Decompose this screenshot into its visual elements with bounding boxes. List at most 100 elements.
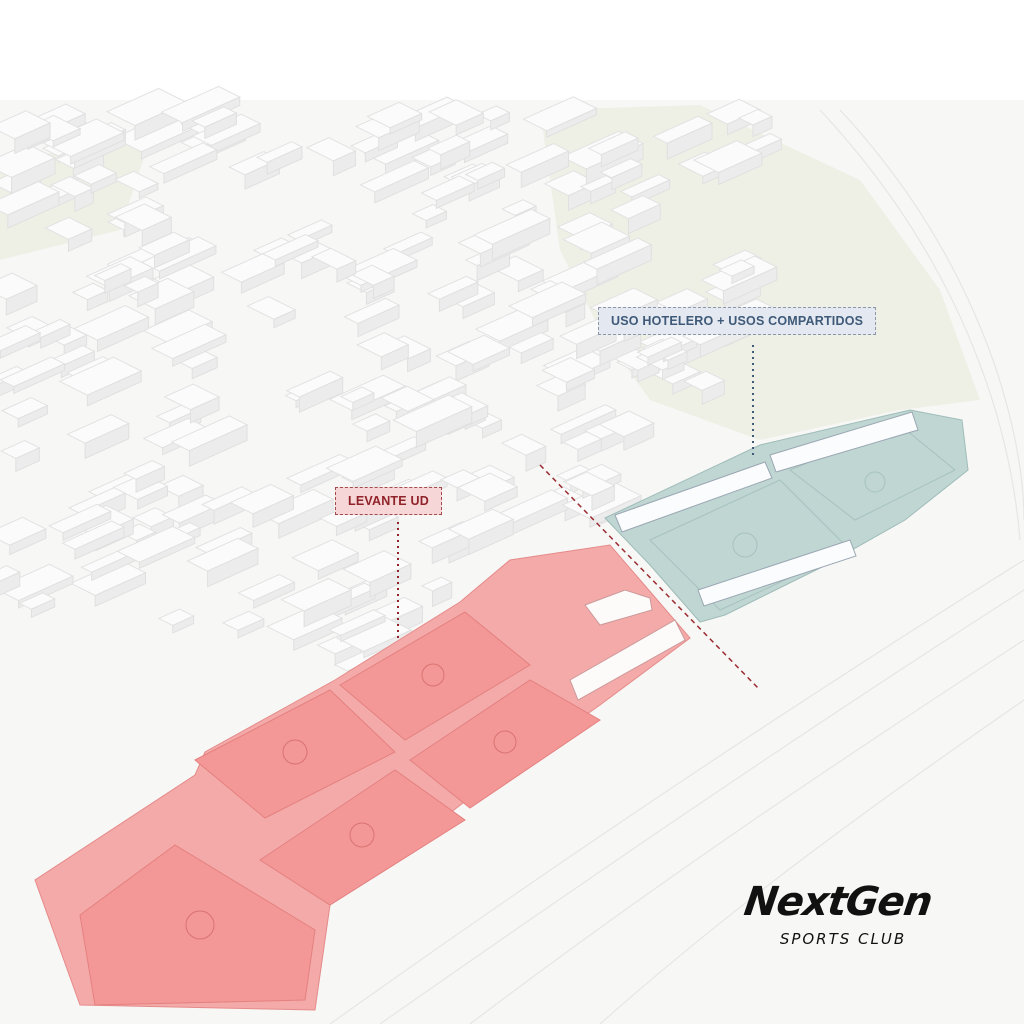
city-block-side — [477, 167, 506, 190]
city-block-side — [274, 240, 319, 268]
city-block-side — [138, 536, 196, 570]
city-block-side — [490, 111, 510, 131]
city-block-side — [172, 615, 195, 634]
city-block-side — [462, 291, 495, 320]
city-block-side — [435, 182, 475, 210]
city-block-side — [298, 376, 344, 413]
city-block-side — [491, 217, 551, 261]
city-block-side — [190, 396, 220, 424]
city-block-side — [63, 334, 88, 357]
logo-name: NextGen — [741, 879, 935, 925]
city-block-side — [11, 157, 56, 195]
city-block-side — [415, 405, 473, 449]
city-block-side — [596, 244, 652, 286]
city-block-side — [431, 581, 453, 608]
city-block-side — [647, 341, 682, 367]
city-block-side — [577, 438, 602, 463]
city-block-side — [163, 149, 218, 184]
city-block-side — [472, 347, 511, 373]
city-block-side — [9, 528, 47, 556]
city-block-side — [357, 304, 400, 338]
city-block-side — [154, 290, 195, 326]
city-block-side — [252, 494, 294, 529]
city-block-side — [13, 363, 66, 395]
city-block-side — [463, 133, 509, 164]
city-block-side — [154, 239, 190, 269]
city-block-side — [253, 581, 295, 609]
city-block-side — [520, 337, 554, 365]
city-block-side — [137, 282, 159, 308]
city-block-side — [74, 526, 125, 560]
city-block-side — [17, 404, 48, 428]
roads — [329, 109, 1024, 1024]
levante-buildings — [569, 589, 686, 701]
city-block-side — [590, 179, 616, 205]
city-block-side — [731, 265, 755, 285]
city-block-side — [135, 465, 165, 494]
city-block-side — [525, 445, 547, 472]
city-block-side — [372, 275, 395, 300]
city-block-side — [468, 518, 514, 556]
city-block-side — [440, 141, 471, 171]
city-block-side — [62, 510, 112, 542]
city-block-side — [531, 293, 587, 328]
city-block-side — [70, 131, 125, 165]
city-block-side — [188, 424, 248, 468]
hotel-zone — [604, 409, 969, 623]
city-block-side — [340, 614, 386, 643]
city-block-side — [14, 122, 51, 155]
city-block-side — [565, 368, 595, 392]
city-block-side — [104, 268, 132, 295]
city-block-side — [86, 370, 142, 407]
city-block-side — [667, 351, 688, 371]
city-block-side — [138, 182, 159, 199]
city-block-side — [352, 392, 375, 412]
city-block-side — [191, 356, 218, 380]
city-block-side — [137, 485, 168, 510]
city-block-side — [546, 107, 598, 138]
city-block-side — [425, 210, 447, 229]
city-block-side — [368, 516, 399, 542]
city-block-side — [520, 150, 570, 189]
city-block-side — [303, 589, 352, 628]
city-block-side — [159, 245, 217, 280]
city-block-side — [352, 458, 403, 490]
city-block-side — [484, 486, 518, 512]
nextgen-logo: NextGen SPORTS CLUB — [738, 879, 938, 948]
city-block-side — [240, 262, 285, 294]
city-block-side — [317, 552, 359, 580]
city-block-side — [611, 163, 643, 191]
city-block-side — [718, 152, 763, 186]
city-block-side — [722, 266, 778, 305]
city-block-side — [172, 334, 227, 367]
city-block-side — [336, 260, 357, 283]
city-block-side — [204, 112, 237, 140]
city-block-side — [141, 216, 172, 247]
levante-zone-label: LEVANTE UD — [335, 487, 442, 515]
boundary-divider — [539, 464, 761, 691]
city-block-side — [600, 137, 639, 168]
city-block-side — [591, 484, 615, 512]
city-block-side — [90, 172, 117, 194]
levante-zone — [34, 544, 691, 1011]
city-block-side — [481, 419, 502, 439]
city-block-side — [438, 281, 479, 313]
city-block-side — [0, 571, 21, 596]
city-block-side — [0, 332, 41, 359]
city-block-side — [273, 309, 296, 329]
city-block-side — [455, 112, 484, 136]
city-block-side — [407, 348, 431, 373]
city-block-side — [237, 618, 265, 639]
city-block-side — [30, 598, 56, 619]
city-block-side — [366, 420, 391, 443]
city-block-side — [94, 572, 147, 607]
city-block-side — [5, 284, 38, 316]
city-block-side — [266, 146, 303, 176]
city-block-side — [565, 303, 586, 328]
city-block-side — [627, 203, 661, 235]
city-block-side — [389, 112, 423, 135]
city-block-side — [752, 115, 773, 138]
city-block-side — [40, 323, 71, 349]
city-block-side — [623, 422, 655, 451]
